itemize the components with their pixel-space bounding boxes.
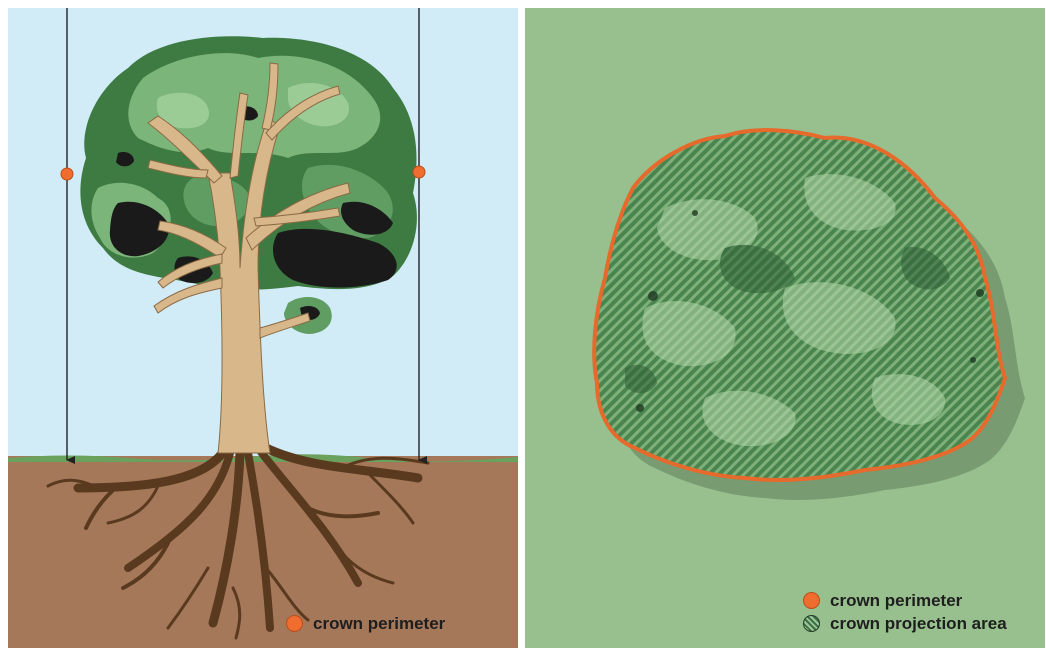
hatched-circle-icon (803, 615, 820, 632)
legend-left: crown perimeter (286, 613, 445, 634)
legend-label-crown-perimeter: crown perimeter (313, 614, 445, 634)
legend-right: crown perimeter crown projection area (803, 590, 1007, 634)
legend-item-crown-projection-area: crown projection area (803, 613, 1007, 634)
legend-label-crown-projection-area: crown projection area (830, 614, 1007, 634)
crown-perimeter-marker-left (61, 168, 73, 180)
tree-side-view-illustration (8, 8, 518, 648)
orange-dot-icon (803, 592, 820, 609)
orange-dot-icon (286, 615, 303, 632)
legend-label-crown-perimeter: crown perimeter (830, 591, 962, 611)
crown-projection-illustration (525, 8, 1045, 648)
legend-item-crown-perimeter: crown perimeter (803, 590, 1007, 611)
crown-projection-panel: crown perimeter crown projection area (525, 8, 1045, 648)
crown-perimeter-marker-right (413, 166, 425, 178)
tree-side-view-panel: crown perimeter (8, 8, 518, 648)
legend-item-crown-perimeter: crown perimeter (286, 613, 445, 634)
